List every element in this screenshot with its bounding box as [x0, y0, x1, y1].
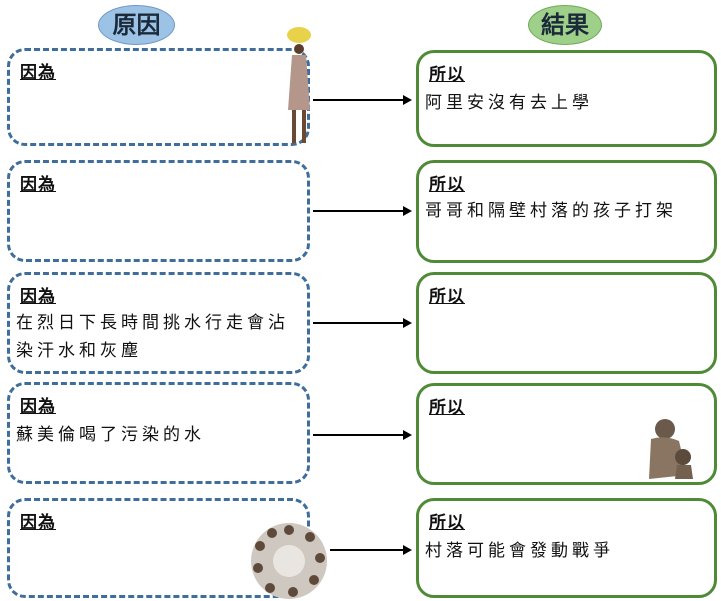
cause-label: 因為 — [20, 175, 56, 195]
result-text-5: 村落可能會發動戰爭 — [425, 541, 614, 561]
result-label: 所以 — [429, 287, 465, 307]
result-text-1: 阿里安沒有去上學 — [425, 93, 593, 113]
cause-box-4: 因為 蘇美倫喝了污染的水 — [7, 382, 310, 484]
cause-label: 因為 — [20, 63, 56, 83]
arrow-4 — [313, 430, 412, 440]
result-label: 所以 — [429, 65, 465, 85]
cause-box-1: 因為 — [7, 48, 310, 146]
cause-label: 因為 — [20, 397, 56, 417]
result-box-3: 所以 — [416, 272, 717, 374]
crowd-circle-image — [251, 523, 327, 599]
cause-text-4: 蘇美倫喝了污染的水 — [16, 425, 205, 445]
cause-label: 因為 — [20, 513, 56, 533]
result-text-2: 哥哥和隔壁村落的孩子打架 — [425, 201, 677, 221]
cause-header: 原因 — [98, 5, 175, 45]
cause-box-3: 因為 在烈日下長時間挑水行走會沾染汗水和灰塵 — [7, 272, 310, 374]
mother-and-child-image — [649, 419, 693, 479]
arrow-3 — [313, 318, 412, 328]
result-label: 所以 — [429, 175, 465, 195]
result-label: 所以 — [429, 398, 465, 418]
result-label: 所以 — [429, 513, 465, 533]
arrow-2 — [313, 206, 412, 216]
cause-label: 因為 — [20, 287, 56, 307]
result-header: 結果 — [528, 5, 602, 45]
cause-text-3: 在烈日下長時間挑水行走會沾染汗水和灰塵 — [16, 313, 289, 361]
arrow-1 — [313, 95, 412, 105]
result-box-2: 所以 哥哥和隔壁村落的孩子打架 — [416, 160, 717, 263]
woman-carrying-water-image — [287, 27, 311, 143]
result-box-5: 所以 村落可能會發動戰爭 — [416, 498, 717, 598]
arrow-5 — [330, 545, 412, 555]
cause-box-2: 因為 — [7, 160, 310, 262]
result-box-1: 所以 阿里安沒有去上學 — [416, 50, 717, 147]
